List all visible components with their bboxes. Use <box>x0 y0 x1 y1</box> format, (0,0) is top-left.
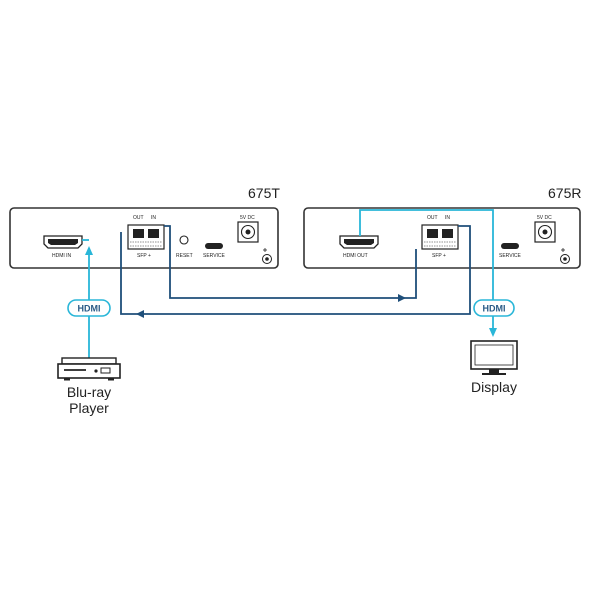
receiver-service-label: SERVICE <box>499 253 522 259</box>
fiber-link-r-out-to-t-in-arrow <box>398 294 406 302</box>
transmitter-sfp-label: SFP + <box>137 253 151 259</box>
display-hdmi-badge: HDMI <box>473 299 515 317</box>
receiver-sfp-out-label: OUT <box>427 215 438 221</box>
transmitter-power-label: 5V DC <box>240 215 255 221</box>
transmitter-device: 675T HDMI IN OUT IN SFP + RESET SERVICE … <box>9 185 280 269</box>
receiver-model-label: 675R <box>548 185 581 201</box>
hdmi-display-link-arrow <box>489 328 497 337</box>
receiver-sfp-label: SFP + <box>432 253 446 259</box>
transmitter-service-port[interactable] <box>205 243 223 249</box>
transmitter-sfp-in-label: IN <box>151 215 156 221</box>
blu-ray-player-icon <box>57 357 121 381</box>
receiver-power-jack[interactable] <box>534 221 556 243</box>
transmitter-model-label: 675T <box>248 185 280 201</box>
hdmi-in-label: HDMI IN <box>52 253 72 259</box>
source-label-line1: Blu-ray <box>67 384 111 400</box>
transmitter-power-jack[interactable] <box>237 221 259 243</box>
fiber-link-t-out-to-r-in-arrow <box>136 310 144 318</box>
source-hdmi-badge-label: HDMI <box>78 304 101 314</box>
hdmi-source-link-arrow <box>85 246 93 255</box>
hdmi-display-link <box>359 209 494 333</box>
transmitter-service-label: SERVICE <box>203 253 226 259</box>
receiver-ground-icon <box>560 248 570 264</box>
reset-label: RESET <box>176 253 193 259</box>
fiber-link-t-out-to-r-in <box>120 225 471 315</box>
receiver-sfp-in-label: IN <box>445 215 450 221</box>
fiber-link-r-out-to-t-in <box>164 225 417 299</box>
display-monitor-icon <box>470 340 518 375</box>
receiver-service-port[interactable] <box>501 243 519 249</box>
receiver-power-label: 5V DC <box>537 215 552 221</box>
hdmi-out-label: HDMI OUT <box>343 253 368 259</box>
hdmi-in-port[interactable] <box>43 235 83 249</box>
transmitter-ground-icon <box>262 248 272 264</box>
transmitter-sfp-out-label: OUT <box>133 215 144 221</box>
display-hdmi-badge-label: HDMI <box>483 304 506 314</box>
receiver-device: 675R HDMI OUT OUT IN SFP + SERVICE 5V DC <box>303 185 581 269</box>
reset-button[interactable] <box>179 235 189 245</box>
transmitter-sfp-port[interactable] <box>127 224 165 250</box>
receiver-sfp-port[interactable] <box>421 224 459 250</box>
source-label-line2: Player <box>69 400 109 416</box>
display-label: Display <box>471 379 517 395</box>
source-hdmi-badge: HDMI <box>67 299 111 317</box>
hdmi-out-port[interactable] <box>339 235 379 249</box>
